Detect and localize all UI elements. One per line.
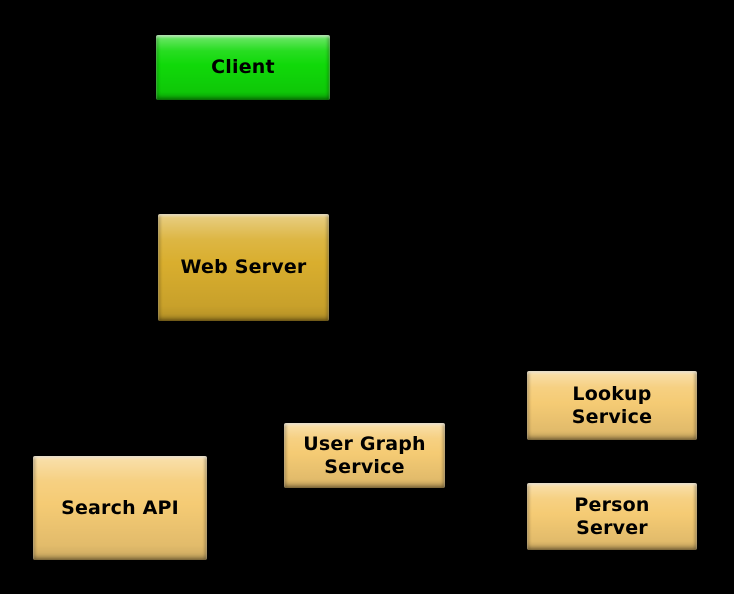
node-person-server: Person Server [527,483,697,550]
node-lookup-service-label-line2: Service [571,405,653,428]
node-search-api: Search API [33,456,207,560]
node-user-graph-service-label: User Graph [303,433,426,456]
node-client: Client [156,35,330,100]
node-lookup-service: Lookup Service [527,371,697,440]
node-web-server: Web Server [158,214,329,321]
node-user-graph-service-label-line2: Service [324,455,405,478]
node-user-graph-service: User Graph Service [284,423,445,488]
node-search-api-label: Search API [61,496,179,519]
node-person-server-label: Person [574,494,650,517]
node-person-server-label-line2: Server [576,516,648,539]
node-client-label: Client [211,56,275,79]
node-web-server-label: Web Server [180,256,307,279]
node-lookup-service-label: Lookup [572,383,652,406]
